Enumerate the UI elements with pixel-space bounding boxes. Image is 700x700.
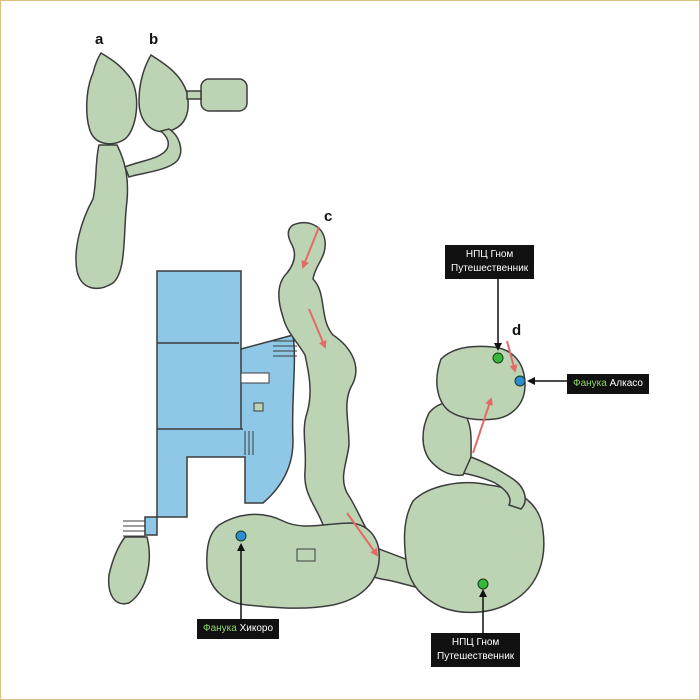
route-arrows (301, 226, 518, 557)
cave-b (138, 53, 189, 133)
area-letter-b: b (149, 31, 159, 48)
route-arrow-1 (301, 226, 320, 269)
label-npc-top-line2: Путешественник (451, 263, 529, 274)
bottom-chamber-box (296, 548, 316, 562)
label-npc-bottom-line1: НПЦ Гном (451, 637, 500, 648)
route-arrow-5 (506, 340, 518, 373)
stairs-top (273, 340, 297, 357)
cave-right-loop (461, 456, 526, 510)
fanuka-marker-right (514, 375, 526, 387)
cave-right-chamber (403, 482, 545, 614)
label-npc-top: НПЦ Гном Путешественник (445, 245, 535, 279)
label-fanuka-left: Фанука Хикоро (197, 619, 280, 639)
water-area (123, 270, 297, 537)
cave-a-upper (86, 51, 138, 145)
label-npc-bottom-line2: Путешественник (437, 651, 515, 662)
callout-pointers (237, 277, 567, 633)
label-fanuka-left-keyword: Фанука (203, 623, 237, 634)
cave-b-tail (124, 128, 182, 178)
label-fanuka-right-name: Алкасо (609, 378, 643, 389)
cave-b-corridor (186, 90, 202, 100)
area-ab (75, 51, 248, 290)
stairs-mid (244, 431, 254, 455)
label-fanuka-right-keyword: Фанука (573, 378, 607, 389)
label-fanuka-right: Фанука Алкасо (567, 374, 649, 394)
area-letter-c: c (324, 208, 333, 225)
route-arrow-4 (472, 397, 493, 454)
route-arrow-3 (346, 512, 379, 557)
cave-left-lobe (107, 536, 150, 605)
stairs-left (123, 520, 145, 537)
water-pillar (253, 402, 264, 412)
main-caves (107, 221, 545, 614)
label-npc-top-line1: НПЦ Гном (465, 249, 514, 260)
area-letter-d: d (512, 322, 522, 339)
route-arrow-2 (308, 308, 327, 349)
cave-a-lower (75, 144, 129, 290)
markers (235, 352, 526, 590)
water-region (144, 270, 296, 536)
cave-b-room (200, 78, 248, 112)
npc-marker-bottom (477, 578, 489, 590)
npc-marker-top (492, 352, 504, 364)
water-ledge (240, 372, 270, 384)
fanuka-marker-left (235, 530, 247, 542)
area-letter-a: a (95, 31, 104, 48)
cave-d-chamber (436, 345, 526, 421)
cave-bottom-chamber (206, 513, 380, 609)
label-npc-bottom: НПЦ Гном Путешественник (431, 633, 521, 667)
label-fanuka-left-name: Хикоро (239, 623, 274, 634)
